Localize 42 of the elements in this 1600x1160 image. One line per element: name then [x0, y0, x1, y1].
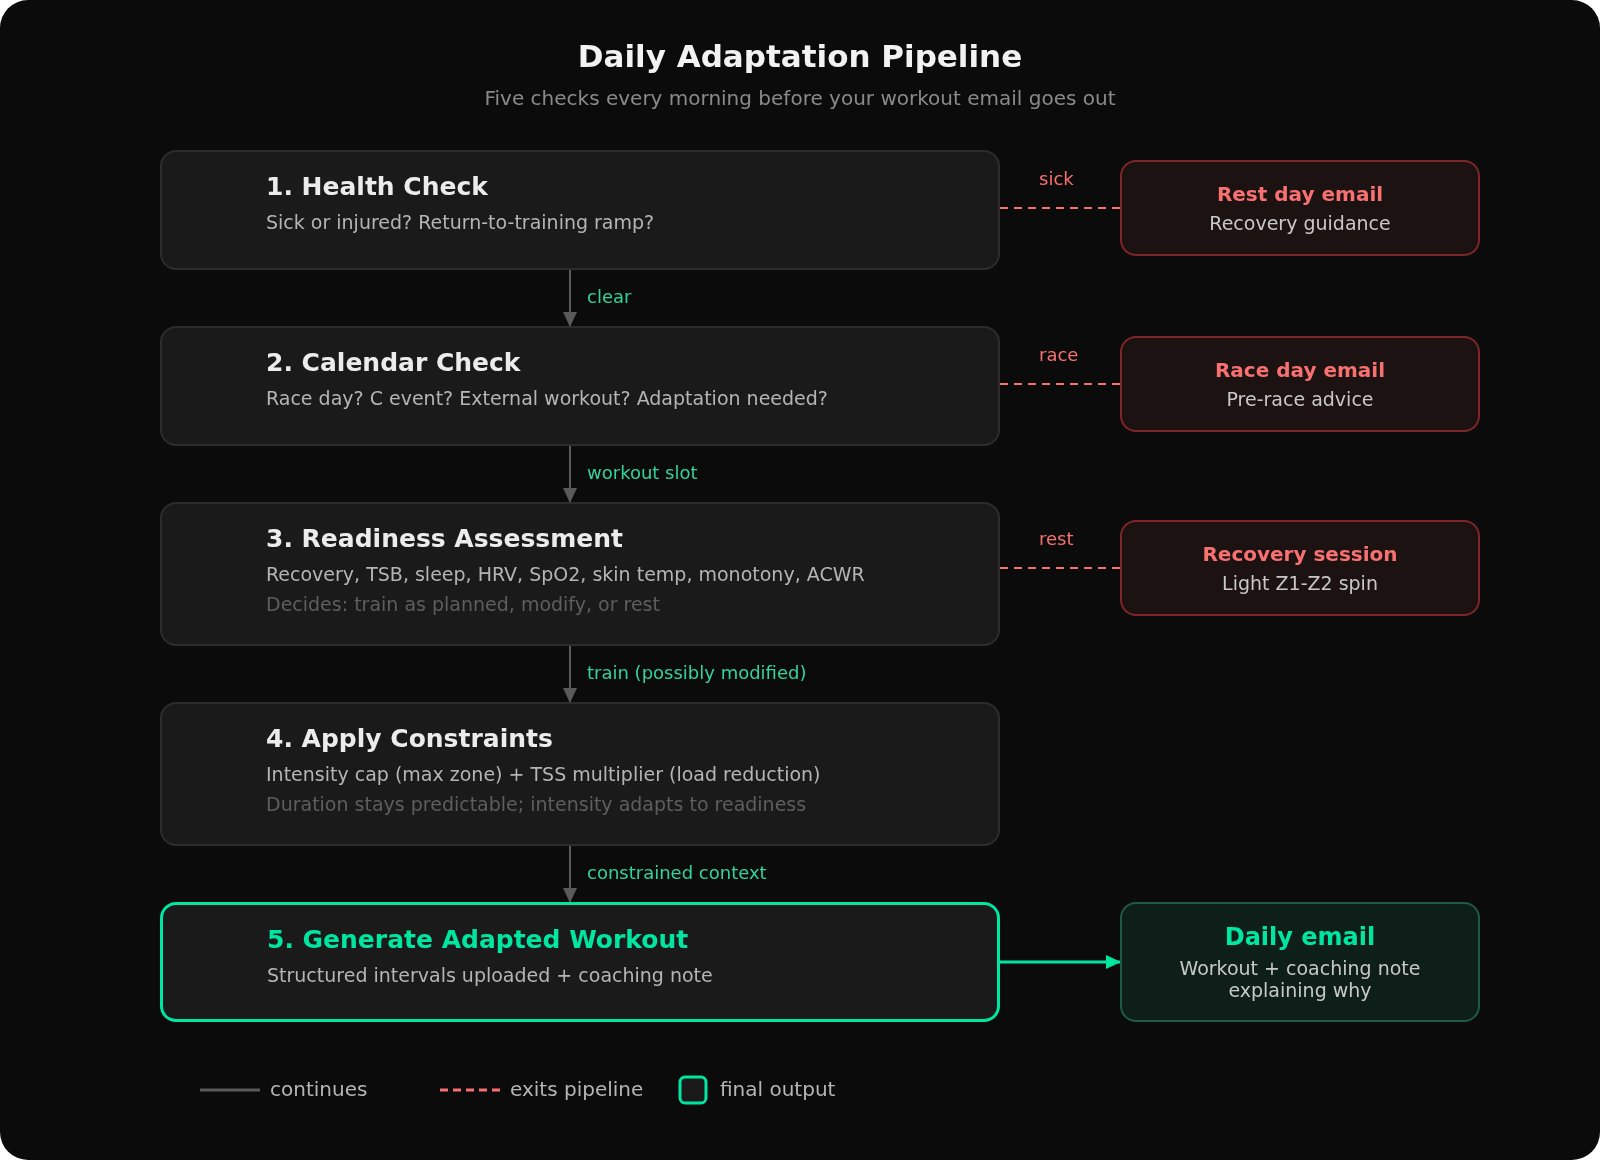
output-process-box	[160, 902, 1000, 1022]
output-title: Recovery session	[1202, 542, 1398, 566]
connector-line	[999, 567, 1121, 569]
output-description: Workout + coaching note explaining why	[1178, 957, 1422, 1001]
arrow	[1000, 955, 1121, 969]
step-title: 3. Readiness Assessment	[266, 524, 624, 553]
diagram-title: Daily Adaptation Pipeline	[576, 38, 1024, 74]
diagram-subtitle: Five checks every morning before your workout email goes out	[483, 86, 1117, 110]
step-description: Structured intervals uploaded + coaching note	[267, 964, 714, 986]
output-description: Recovery guidance	[1209, 212, 1391, 234]
final-output-box	[1120, 902, 1480, 1022]
arrow	[563, 445, 577, 503]
step-description: Sick or injured? Return-to-training ramp?	[266, 211, 656, 233]
step-description: Recovery, TSB, sleep, HRV, SpO2, skin temp, monotony, ACWR	[266, 563, 866, 585]
exit-output-box	[1120, 520, 1480, 616]
step-title: 2. Calendar Check	[266, 348, 522, 377]
process-box	[160, 502, 1000, 646]
step-description: Intensity cap (max zone) + TSS multiplier (load reduction)	[266, 763, 822, 785]
arrow	[563, 845, 577, 903]
connector-line	[999, 207, 1121, 209]
process-box	[160, 150, 1000, 270]
step-note: Decides: train as planned, modify, or rest	[266, 593, 661, 615]
connector-line	[999, 383, 1121, 385]
exit-output-box	[1120, 336, 1480, 432]
arrow	[563, 269, 577, 327]
legend-label: exits pipeline	[510, 1077, 644, 1101]
output-description: Light Z1-Z2 spin	[1222, 572, 1378, 594]
arrow	[563, 645, 577, 703]
step-note: Duration stays predictable; intensity adapts to readiness	[266, 793, 808, 815]
step-title: 1. Health Check	[266, 172, 489, 201]
step-title: 4. Apply Constraints	[266, 724, 554, 753]
process-box	[160, 326, 1000, 446]
step-title: 5. Generate Adapted Workout	[267, 925, 690, 954]
step-description: Race day? C event? External workout? Adaptation needed?	[266, 387, 829, 409]
output-title: Race day email	[1214, 358, 1386, 382]
output-title: Daily email	[1224, 923, 1376, 951]
exit-output-box	[1120, 160, 1480, 256]
output-title: Rest day email	[1216, 182, 1384, 206]
process-box	[160, 702, 1000, 846]
legend-label: continues	[270, 1077, 368, 1101]
legend-label: final output	[720, 1077, 836, 1101]
output-description: Pre-race advice	[1226, 388, 1374, 410]
